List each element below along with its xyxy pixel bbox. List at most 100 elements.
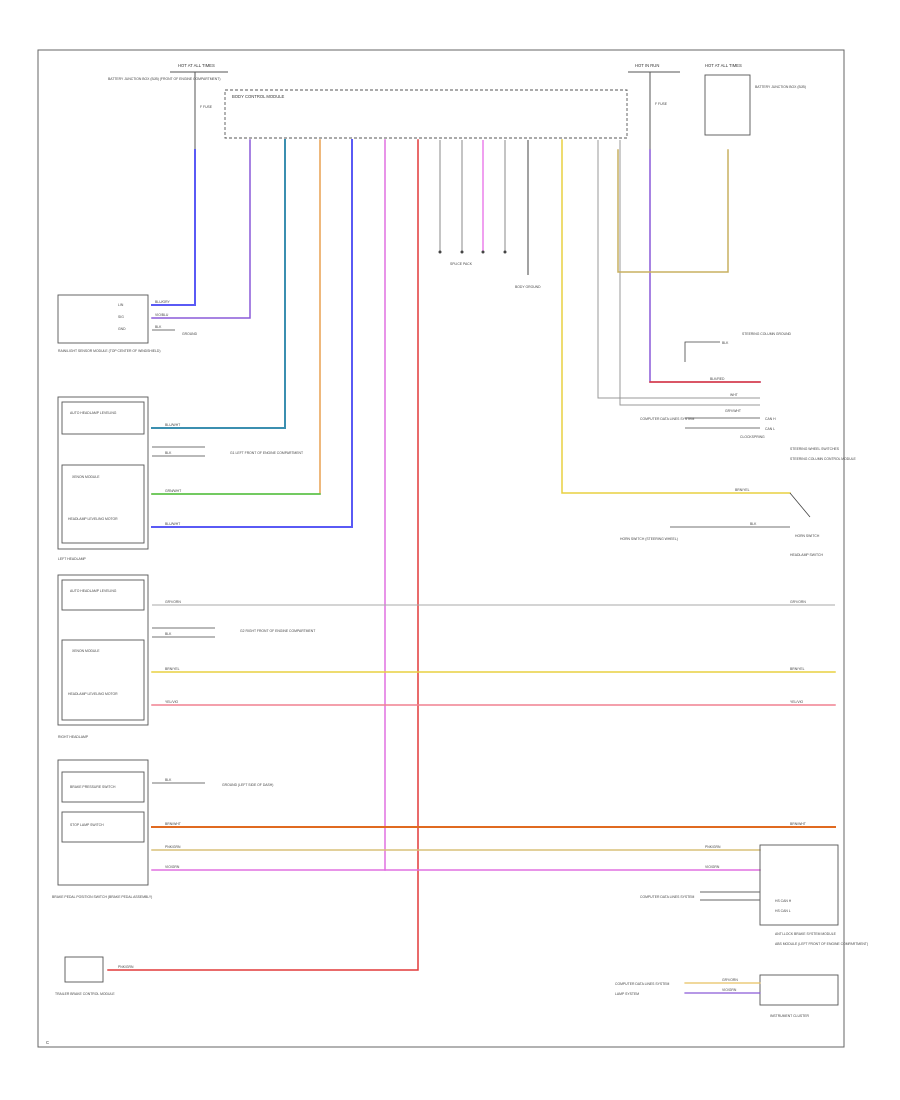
wire-gray-steering2 bbox=[619, 140, 760, 406]
rls-pin-sig: SIG bbox=[118, 315, 124, 319]
rhl-xenon-box bbox=[61, 639, 145, 721]
rhl-wire-label-1: GRY/ORN bbox=[165, 600, 181, 604]
lhl-wire-label-2: BLK bbox=[165, 451, 172, 455]
abs-net-label: COMPUTER DATA LINES SYSTEM bbox=[640, 895, 694, 899]
steering-pin-can-l: CAN L bbox=[765, 427, 775, 431]
abs-group: ANTI-LOCK BRAKE SYSTEM MODULE ABS MODULE… bbox=[640, 844, 868, 946]
wire-blue-lhl bbox=[151, 139, 353, 528]
rhl-wire-label-4: YEL/VIO bbox=[165, 700, 179, 704]
splice-pack-group: SPLICE PACK BODY GROUND bbox=[438, 250, 541, 289]
footer-code: C bbox=[46, 1040, 49, 1045]
horn-switch-label: HORN SWITCH bbox=[795, 534, 820, 538]
bjb-right-box bbox=[704, 74, 751, 136]
abs-pin-h: HS CAN H bbox=[775, 899, 792, 903]
rhl-wire-label-3r: BRN/YEL bbox=[790, 667, 805, 671]
wire-magenta-long bbox=[151, 139, 386, 871]
trailer-label: TRAILER BRAKE CONTROL MODULE bbox=[55, 992, 115, 996]
cluster-net-b: LAMP SYSTEM bbox=[615, 992, 639, 996]
brake-wire-label-2r: BRN/WHT bbox=[790, 822, 806, 826]
wire-gray-steering bbox=[597, 140, 760, 399]
fuse-left-group: HOT AT ALL TIMES BATTERY JUNCTION BOX (B… bbox=[108, 63, 228, 150]
rls-wire-label-3: BLK bbox=[155, 325, 162, 329]
brake-wire-label-4: VIO/GRN bbox=[165, 865, 180, 869]
steering-wire-2: WHT bbox=[730, 393, 738, 397]
abs-desc: ABS MODULE (LEFT FRONT OF ENGINE COMPART… bbox=[775, 942, 868, 946]
rhl-wire-label-1r: GRY/ORN bbox=[790, 600, 806, 604]
left-headlamp-label: LEFT HEADLAMP bbox=[58, 557, 87, 561]
cluster-wire-1: GRY/ORN bbox=[722, 978, 738, 982]
lhl-xenon-label: XENON MODULE bbox=[72, 475, 100, 479]
clockspring-label: CLOCKSPRING bbox=[740, 435, 765, 439]
lhl-wire-label-4: BLU/WHT bbox=[165, 522, 180, 526]
bcm-group: BODY CONTROL MODULE bbox=[224, 89, 628, 139]
steering-ground-wire: BLK bbox=[722, 341, 729, 345]
fuse-right-group: HOT IN RUN F FUSE HOT AT ALL TIMES BATTE… bbox=[628, 63, 806, 150]
wire-olive-loop bbox=[617, 149, 729, 273]
trailer-box bbox=[64, 956, 104, 983]
lhl-leveling-box bbox=[61, 401, 145, 435]
steering-column-label: STEERING COLUMN CONTROL MODULE bbox=[790, 457, 857, 461]
right-headlamp-outer bbox=[57, 574, 149, 726]
diagram-frame bbox=[37, 49, 845, 1048]
steering-wire-3: GRY/WHT bbox=[725, 409, 741, 413]
brake-switch-group: BRAKE PRESSURE SWITCH STOP LAMP SWITCH B… bbox=[52, 759, 836, 899]
rhl-wire-label-4r: YEL/VIO bbox=[790, 700, 804, 704]
rls-wire-label-2: VIO/BLU bbox=[155, 313, 169, 317]
lhl-ground-label: G1 LEFT FRONT OF ENGINE COMPARTMENT bbox=[230, 451, 303, 455]
body-ground-label: BODY GROUND bbox=[515, 285, 541, 289]
wire-violet-rls bbox=[151, 139, 251, 319]
brake-wire-label-1: BLK bbox=[165, 778, 172, 782]
abs-pin-l: HS CAN L bbox=[775, 909, 791, 913]
stop-lamp-label: STOP LAMP SWITCH bbox=[70, 823, 104, 827]
left-headlamp-group: AUTO HEADLAMP LEVELING XENON MODULE HEAD… bbox=[57, 396, 303, 561]
brake-ground-label: GROUND (LEFT SIDE OF DASH) bbox=[222, 783, 273, 787]
wire-teal-lhl bbox=[151, 139, 286, 429]
trailer-group: TRAILER BRAKE CONTROL MODULE PNK/GRN bbox=[55, 956, 134, 996]
brake-wire-label-3r: PNK/GRN bbox=[705, 845, 721, 849]
brake-pressure-label: BRAKE PRESSURE SWITCH bbox=[70, 785, 116, 789]
rhl-leveling-box bbox=[61, 579, 145, 611]
steering-wire-1: BLK/RED bbox=[710, 377, 725, 381]
left-headlamp-outer bbox=[57, 396, 149, 550]
fuse-right-note: BATTERY JUNCTION BOX (BJB) bbox=[755, 85, 806, 89]
rhl-motor-label: HEADLAMP LEVELING MOTOR bbox=[68, 692, 118, 696]
rls-ground-label: GROUND bbox=[182, 332, 198, 336]
rhl-xenon-label: XENON MODULE bbox=[72, 649, 100, 653]
right-headlamp-label: RIGHT HEADLAMP bbox=[58, 735, 89, 739]
cluster-box bbox=[759, 974, 839, 1006]
rls-pin-lin: LIN bbox=[118, 303, 124, 307]
bcm-label: BODY CONTROL MODULE bbox=[232, 94, 285, 99]
bcm-box bbox=[224, 89, 628, 139]
brake-wire-label-3: PNK/GRN bbox=[165, 845, 181, 849]
horn-group: BRN/YEL BLK HORN SWITCH (STEERING WHEEL)… bbox=[620, 488, 823, 557]
steering-pin-can-h: CAN H bbox=[765, 417, 776, 421]
lhl-wire-label-1: BLU/WHT bbox=[165, 423, 180, 427]
rhl-wire-label-3: BRN/YEL bbox=[165, 667, 180, 671]
trailer-wire-label: PNK/GRN bbox=[118, 965, 134, 969]
brake-wire-label-4r: VIO/GRN bbox=[705, 865, 720, 869]
wire-yellow-horn bbox=[561, 139, 791, 494]
brake-wire-label-2: BRN/WHT bbox=[165, 822, 181, 826]
fuse-right-small: F FUSE bbox=[655, 102, 668, 106]
steering-ground-label: STEERING COLUMN GROUND bbox=[742, 332, 792, 336]
wire-tan-lhl bbox=[151, 139, 321, 495]
brake-switch-outer bbox=[57, 759, 149, 886]
brake-pressure-box bbox=[61, 771, 145, 803]
bcm-wires bbox=[107, 139, 791, 971]
cluster-net-a: COMPUTER DATA LINES SYSTEM bbox=[615, 982, 669, 986]
wire-blue-rls bbox=[151, 149, 196, 306]
headlamp-switch-label: HEADLAMP SWITCH bbox=[790, 553, 823, 557]
hot-batt-right-label: HOT AT ALL TIMES bbox=[705, 63, 742, 68]
wire-red-trailer bbox=[107, 139, 419, 971]
abs-box bbox=[759, 844, 839, 926]
rhl-wire-label-2: BLK bbox=[165, 632, 172, 636]
rls-pin-gnd: GND bbox=[118, 327, 126, 331]
stop-lamp-box bbox=[61, 811, 145, 843]
fuse-left-note: BATTERY JUNCTION BOX (BJB) (FRONT OF ENG… bbox=[108, 77, 220, 81]
steering-wheel-label: STEERING WHEEL SWITCHES bbox=[790, 447, 840, 451]
fuse-left-small: F FUSE bbox=[200, 105, 213, 109]
rls-desc: RAIN/LIGHT SENSOR MODULE (TOP CENTER OF … bbox=[58, 349, 161, 353]
rhl-ground-label: G2 RIGHT FRONT OF ENGINE COMPARTMENT bbox=[240, 629, 315, 633]
wire-violet-steering bbox=[649, 149, 761, 383]
